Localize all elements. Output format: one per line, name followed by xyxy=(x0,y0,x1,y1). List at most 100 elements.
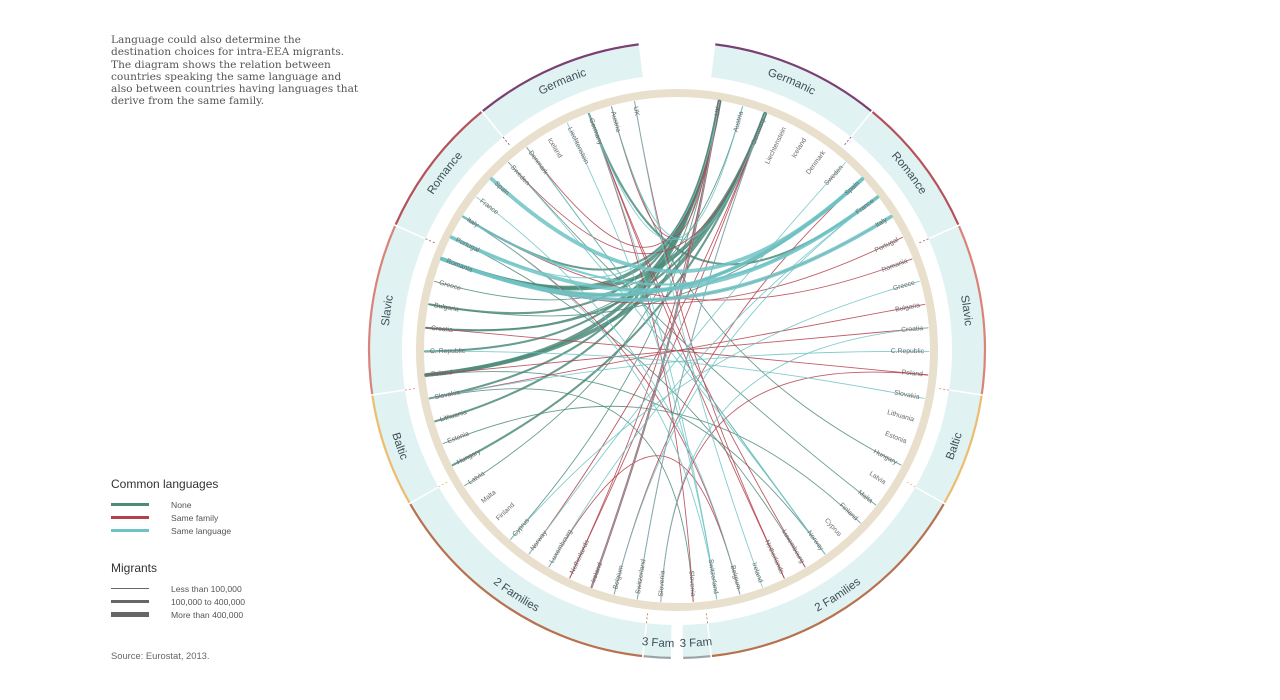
separator-right-romance xyxy=(917,238,929,244)
country-label-left-sweden: Sweden xyxy=(509,164,531,187)
legend-swatch-medium xyxy=(111,600,149,603)
country-label-left-austria: Austria xyxy=(609,111,621,133)
country-ring xyxy=(416,89,938,611)
country-label-right-lithuania: Lithuania xyxy=(886,409,915,424)
country-label-left-france: France xyxy=(478,198,499,217)
country-label-right-ireland: Ireland xyxy=(750,562,764,584)
legend-item-none: None xyxy=(111,498,291,511)
country-label-left-denmark: Denmark xyxy=(527,150,549,177)
group-bands xyxy=(367,43,987,659)
country-label-right-portugal: Portugal xyxy=(874,236,900,254)
country-label-right-luxembourg: Luxembourg xyxy=(780,529,805,565)
country-label-left-italy: Italy xyxy=(465,217,480,230)
band-edge-right-slavic xyxy=(957,225,987,395)
band-right-baltic xyxy=(915,390,982,503)
legend-swatch-thick xyxy=(111,612,149,617)
legend-label-more-400k: More than 400,000 xyxy=(171,609,244,620)
legend-item-same-family: Same family xyxy=(111,511,291,524)
country-label-left-latvia: Latvia xyxy=(467,470,486,486)
chord-germany-to-austria xyxy=(588,106,743,241)
country-label-right-slovakia: Slovakia xyxy=(893,389,920,401)
band-left-3-fam xyxy=(643,623,672,658)
country-label-left-c-republic: C. Republic xyxy=(430,348,466,355)
legend-swatch-thin xyxy=(111,588,149,589)
chord-belgium-to-france xyxy=(613,196,878,595)
separator-right-baltic xyxy=(904,480,916,488)
country-label-right-liechtenstein: Liechtenstein xyxy=(764,126,788,165)
chord-sweden-to-malta xyxy=(508,162,877,506)
band-edge-left-slavic xyxy=(367,225,397,395)
band-edge-right-baltic xyxy=(943,395,983,504)
country-label-left-portugal: Portugal xyxy=(454,237,480,255)
band-right-2-families xyxy=(708,487,944,656)
country-label-left-slovenia: Slovenia xyxy=(658,570,667,597)
band-edge-left-germanic xyxy=(482,43,639,112)
legend-swatch-same-language xyxy=(111,529,149,532)
migrants-legend: Migrants Less than 100,000 100,000 to 40… xyxy=(111,561,291,621)
country-label-right-switzerland: Switzerland xyxy=(707,559,720,595)
chord-sweden-to-germany xyxy=(508,113,766,255)
country-label-right-france: France xyxy=(855,198,876,217)
separator-left-romance xyxy=(425,238,437,244)
country-label-left-liechtenstein: Liechtenstein xyxy=(566,126,590,165)
group-label-left-slavic: Slavic xyxy=(380,294,396,327)
band-right-slavic xyxy=(928,226,985,395)
country-label-right-greece: Greece xyxy=(892,280,916,293)
separator-right-slavic xyxy=(937,387,950,391)
chord-slovakia-to-slovenia xyxy=(429,388,694,602)
chord-c-republic-to-slovakia xyxy=(424,350,925,399)
country-label-left-estonia: Estonia xyxy=(447,430,471,445)
legend-item-same-language: Same language xyxy=(111,524,291,537)
country-label-left-belgium: Belgium xyxy=(612,564,625,590)
separator-right-2-families xyxy=(705,611,708,624)
country-label-left-ireland: Ireland xyxy=(590,562,604,584)
group-label-right-3-fam: 3 Fam xyxy=(680,636,713,650)
country-label-right-hungary: Hungary xyxy=(872,448,899,466)
band-right-3-fam xyxy=(682,623,711,658)
country-label-left-bulgaria: Bulgaria xyxy=(433,302,459,313)
separator-left-2-families xyxy=(646,611,649,624)
band-edge-left-baltic xyxy=(371,395,411,504)
chord-estonia-to-finland xyxy=(442,405,861,524)
country-label-left-norway: Norway xyxy=(529,529,549,552)
country-label-right-bulgaria: Bulgaria xyxy=(895,302,921,313)
legend-swatch-none xyxy=(111,503,149,506)
legend-item-more-400k: More than 400,000 xyxy=(111,608,291,621)
chord-netherlands-to-uk xyxy=(569,101,720,579)
band-left-romance xyxy=(395,112,503,238)
band-edge-right-romance xyxy=(871,111,960,226)
country-label-left-luxembourg: Luxembourg xyxy=(549,528,574,564)
country-label-right-romania: Romania xyxy=(881,258,909,274)
country-label-left-cyprus: Cyprus xyxy=(511,517,531,538)
chord-luxembourg-to-france xyxy=(548,196,878,568)
country-label-right-finland: Finland xyxy=(838,502,859,523)
country-label-right-norway: Norway xyxy=(805,529,825,552)
chord-denmark-to-uk xyxy=(526,101,720,248)
country-label-right-netherlands: Netherlands xyxy=(763,539,785,576)
separator-left-baltic xyxy=(438,480,450,488)
band-right-germanic xyxy=(711,44,872,137)
country-label-right-poland: Poland xyxy=(901,369,923,378)
separator-left-slavic xyxy=(404,387,417,391)
chord-italy-to-switzerland xyxy=(462,216,718,600)
country-label-left-netherlands: Netherlands xyxy=(569,538,591,575)
chord-uk-to-ireland xyxy=(634,101,763,588)
country-label-right-latvia: Latvia xyxy=(868,470,887,486)
country-label-right-belgium: Belgium xyxy=(729,565,742,591)
legend-item-less-100k: Less than 100,000 xyxy=(111,582,291,595)
country-label-left-lithuania: Lithuania xyxy=(439,409,468,424)
chord-norway-to-sweden xyxy=(528,162,846,555)
chord-slovakia-to-c-republic xyxy=(429,350,930,399)
country-label-left-germany: Germany xyxy=(587,117,604,146)
band-edge-left-3-fam xyxy=(643,655,671,659)
country-label-left-malta: Malta xyxy=(480,489,498,505)
country-label-left-iceland: Iceland xyxy=(546,137,563,160)
country-label-right-germany: Germany xyxy=(750,117,767,146)
band-right-romance xyxy=(851,112,959,238)
legend-label-100k-400k: 100,000 to 400,000 xyxy=(171,596,246,607)
country-label-right-slovenia: Slovenia xyxy=(687,570,696,597)
band-edge-right-3-fam xyxy=(683,655,711,659)
chord-spain-to-spain xyxy=(489,177,865,274)
group-label-right-slavic: Slavic xyxy=(958,294,974,327)
